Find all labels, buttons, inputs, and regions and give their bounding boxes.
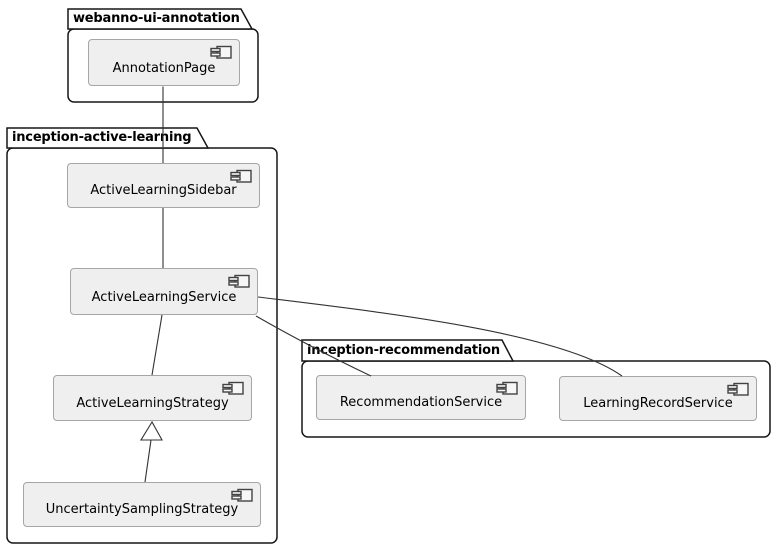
component-label: AnnotationPage xyxy=(112,61,216,76)
component-icon xyxy=(210,45,232,59)
component-learning-record-service: LearningRecordService xyxy=(559,376,757,421)
package-label-webanno-ui-annotation: webanno-ui-annotation xyxy=(73,11,240,26)
package-label-inception-active-learning: inception-active-learning xyxy=(12,130,192,145)
component-uncertainty-sampling-strategy: UncertaintySamplingStrategy xyxy=(23,482,261,527)
component-label: ActiveLearningService xyxy=(91,290,237,305)
component-recommendation-service: RecommendationService xyxy=(316,375,526,420)
generalization-arrowhead xyxy=(140,420,163,441)
component-label: RecommendationService xyxy=(339,395,503,410)
component-label: ActiveLearningStrategy xyxy=(76,396,229,411)
component-active-learning-service: ActiveLearningService xyxy=(70,268,258,315)
component-icon xyxy=(222,381,244,395)
component-active-learning-strategy: ActiveLearningStrategy xyxy=(53,375,252,421)
package-label-inception-recommendation: inception-recommendation xyxy=(307,343,500,358)
relation-service-learningrecordservice xyxy=(257,296,623,377)
component-icon xyxy=(231,488,253,502)
component-active-learning-sidebar: ActiveLearningSidebar xyxy=(67,163,260,208)
component-icon xyxy=(727,382,749,396)
component-label: ActiveLearningSidebar xyxy=(90,183,237,198)
component-icon xyxy=(228,274,250,288)
component-label: LearningRecordService xyxy=(583,396,733,411)
relation-uncertainty-strategy xyxy=(144,439,152,483)
component-icon xyxy=(230,169,252,183)
component-label: UncertaintySamplingStrategy xyxy=(45,502,239,517)
component-annotation-page: AnnotationPage xyxy=(88,39,240,86)
relation-service-strategy xyxy=(151,314,163,376)
component-icon xyxy=(496,381,518,395)
